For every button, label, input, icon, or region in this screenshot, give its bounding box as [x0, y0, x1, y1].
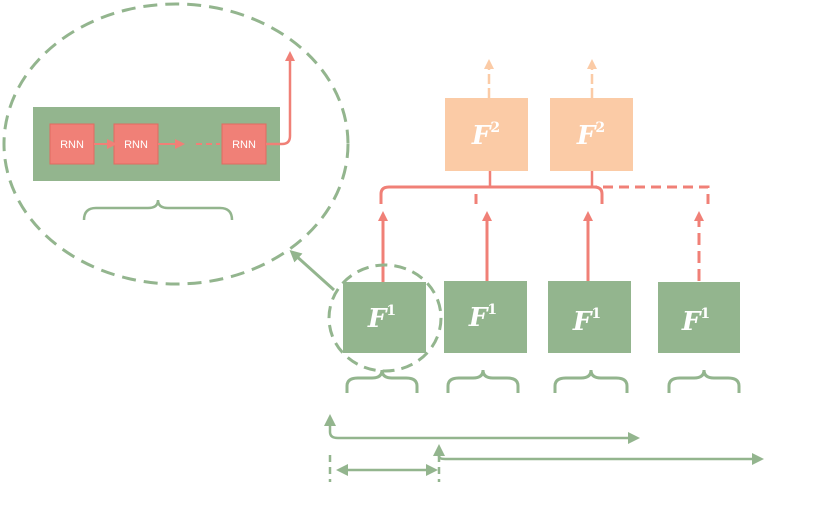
level2-box: F2 — [445, 98, 528, 171]
group-bracket-solid — [379, 185, 604, 204]
rnn-cell: RNN — [49, 123, 95, 165]
level2-label-sup: 2 — [595, 120, 605, 136]
rnn-cell-label: RNN — [124, 139, 148, 151]
level1-label-base: F — [468, 303, 489, 333]
level2-box: F2 — [550, 98, 633, 171]
rnn-brace — [82, 199, 234, 221]
level2-label-base: F — [576, 121, 597, 151]
level1-box: F1 — [444, 281, 527, 353]
input-brace — [667, 369, 741, 393]
svg-text:F2: F2 — [576, 120, 605, 151]
svg-text:F1: F1 — [468, 302, 497, 333]
level1-label-base: F — [681, 307, 702, 337]
level1-label-sup: 1 — [386, 303, 396, 319]
group-bracket-dashed — [474, 185, 710, 204]
level2-label-base: F — [471, 121, 492, 151]
input-brace — [345, 369, 419, 393]
window-arrow-long — [324, 414, 640, 444]
zoom-link-arrow — [289, 249, 336, 292]
level2-label-sup: 2 — [490, 120, 500, 136]
svg-text:F1: F1 — [572, 306, 601, 337]
level1-label-sup: 1 — [591, 306, 601, 322]
svg-text:F1: F1 — [681, 306, 710, 337]
level1-label-base: F — [572, 307, 593, 337]
focus-circle — [327, 263, 443, 373]
zoom-ellipse — [2, 2, 350, 286]
svg-text:F2: F2 — [471, 120, 500, 151]
input-brace — [553, 369, 629, 393]
rnn-cell: RNN — [113, 123, 159, 165]
rnn-cell-label: RNN — [232, 139, 256, 151]
level1-box: F1 — [343, 282, 426, 353]
level1-label-sup: 1 — [700, 306, 710, 322]
level1-box: F1 — [658, 282, 740, 353]
window-arrow-shifted — [433, 444, 764, 465]
level1-box: F1 — [548, 281, 631, 353]
rnn-output-arrow — [266, 51, 295, 146]
level1-label-base: F — [367, 304, 388, 334]
svg-text:F1: F1 — [367, 303, 396, 334]
input-brace — [446, 369, 520, 393]
level1-label-sup: 1 — [487, 302, 497, 318]
rnn-cell: RNN — [221, 123, 267, 165]
rnn-cell-label: RNN — [60, 139, 84, 151]
